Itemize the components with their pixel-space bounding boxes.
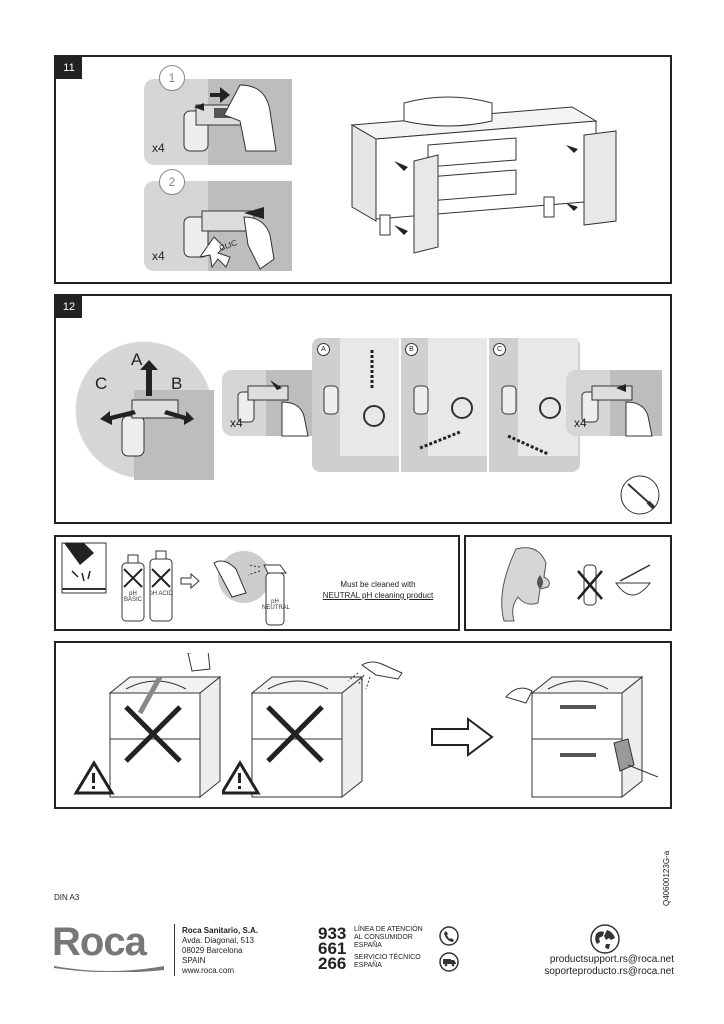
company-website[interactable]: www.roca.com (182, 966, 235, 975)
email-soporte-producto[interactable]: soporteproducto.rs@roca.net (544, 966, 674, 977)
sub-step-2-badge: 2 (159, 169, 185, 195)
company-name: Roca Sanitario, S.A. (182, 926, 259, 935)
hinge-attach-illustration (144, 181, 292, 271)
globe-icon (590, 924, 620, 954)
hinge-cover-remove-illustration (222, 370, 318, 437)
logo-divider (174, 924, 175, 976)
quantity-label: x4 (152, 141, 165, 155)
phone-icon (439, 926, 459, 946)
document-code: Q40600123G-a (662, 850, 671, 906)
hinge-release-illustration (144, 79, 292, 165)
paper-size-label: DIN A3 (54, 893, 80, 902)
cleaning-note-line2: NEUTRAL pH cleaning product (322, 591, 434, 600)
cleaning-note-line1: Must be cleaned with (340, 580, 416, 589)
roca-logo-wave (54, 966, 164, 972)
sequence-tag-a: A (317, 343, 330, 356)
step-number: 12 (56, 296, 82, 318)
company-address-1: Avda. Diagonal, 513 (182, 936, 254, 945)
screwdriver-icon (620, 475, 660, 515)
quantity-label: x4 (574, 416, 587, 430)
consumer-hotline-label: LÍNEA DE ATENCIÓN AL CONSUMIDOR ESPAÑA (354, 926, 423, 949)
no-water-spray-illustration (222, 661, 403, 799)
hinge-cover-replace-illustration (566, 370, 662, 437)
step-12-panel: 12 A B C x4 A B (54, 294, 672, 524)
water-warning-panel (54, 641, 672, 809)
phone-part-2: 661 (318, 939, 347, 958)
roca-logo: Roca (52, 920, 147, 964)
email-product-support[interactable]: productsupport.rs@roca.net (549, 954, 674, 965)
phone-part-3: 266 (318, 954, 347, 973)
ph-neutral-label: pH NEUTRAL (262, 599, 291, 611)
sequence-tag-c: C (493, 343, 506, 356)
hinge-adjust-detail (75, 341, 214, 480)
hair-dye-forbidden-illustration (501, 547, 652, 622)
truck-icon (439, 952, 459, 972)
phone-part-1: 933 (318, 924, 347, 943)
quantity-label: x4 (230, 416, 243, 430)
cleaning-product-panel: pH BASIC pH ACID pH NEUTRAL Must be clea… (54, 535, 460, 631)
ph-basic-label: pH BASIC (123, 591, 142, 603)
direction-b-label: B (171, 374, 183, 393)
step-11-panel: 11 1 x4 2 x4 CLIC (54, 55, 672, 284)
forbidden-ph-products-illustration (121, 550, 173, 622)
company-country: SPAIN (182, 956, 206, 965)
support-phone-number[interactable]: 933 661 266 (318, 924, 347, 973)
sub-step-1-badge: 1 (159, 65, 185, 91)
technical-service-label: SERVICIO TÉCNICO ESPAÑA (354, 954, 421, 969)
support-emails: productsupport.rs@roca.net soporteproduc… (506, 954, 674, 978)
neutral-spray-cleaning-illustration (213, 551, 287, 626)
arrow-right-icon (180, 573, 200, 589)
company-address-2: 08029 Barcelona (182, 946, 243, 955)
quantity-label: x4 (152, 249, 165, 263)
company-info: Roca Sanitario, S.A. Avda. Diagonal, 513… (182, 926, 258, 976)
hair-dye-warning-panel (464, 535, 672, 631)
cabinet-doors-illustration (350, 96, 617, 254)
arrow-right-icon (431, 717, 494, 757)
direction-c-label: C (95, 374, 108, 393)
cleaning-note: Must be cleaned with NEUTRAL pH cleaning… (308, 579, 448, 601)
direction-a-label: A (131, 350, 143, 369)
ph-acid-label: pH ACID (149, 591, 173, 597)
no-water-pouring-illustration (73, 653, 222, 799)
wipe-dry-illustration (505, 675, 659, 799)
liquid-spill-icon (61, 542, 107, 594)
step-number: 11 (56, 57, 82, 79)
sequence-tag-b: B (405, 343, 418, 356)
adjustment-sequence-illustration (312, 338, 580, 472)
